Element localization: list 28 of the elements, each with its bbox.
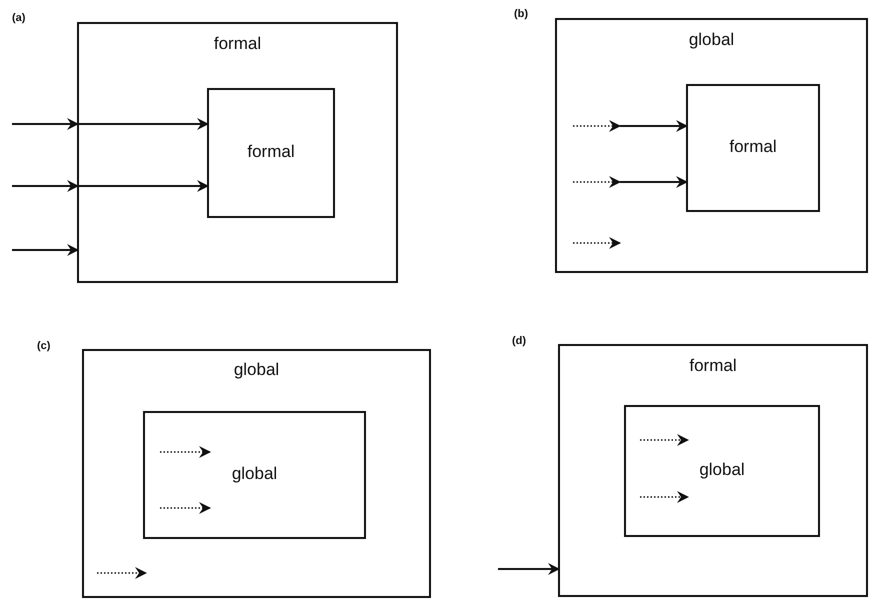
panel-label: (d) [512, 335, 526, 347]
arrow [78, 180, 209, 192]
arrow [620, 120, 688, 132]
arrow [78, 118, 209, 130]
inner-box [143, 411, 366, 539]
panel-label: (a) [12, 12, 26, 24]
box-label: formal [246, 142, 296, 162]
arrow [12, 244, 79, 256]
outer-box [77, 22, 398, 283]
arrow [12, 180, 79, 192]
outer-box [555, 18, 868, 273]
inner-box [686, 84, 820, 212]
box-label: formal [688, 356, 738, 376]
box-label: global [698, 460, 746, 480]
box-label: formal [728, 137, 778, 157]
panel-label: (b) [514, 8, 528, 20]
inner-box [624, 405, 820, 537]
box-label: global [230, 464, 278, 484]
arrow [498, 563, 560, 575]
arrow [620, 176, 688, 188]
box-label: global [232, 360, 280, 380]
box-label: formal [212, 34, 262, 54]
box-label: global [688, 30, 736, 50]
arrow [12, 118, 79, 130]
panel-label: (c) [37, 340, 50, 352]
outer-box [558, 344, 868, 597]
outer-box [82, 349, 431, 598]
inner-box [207, 88, 335, 218]
